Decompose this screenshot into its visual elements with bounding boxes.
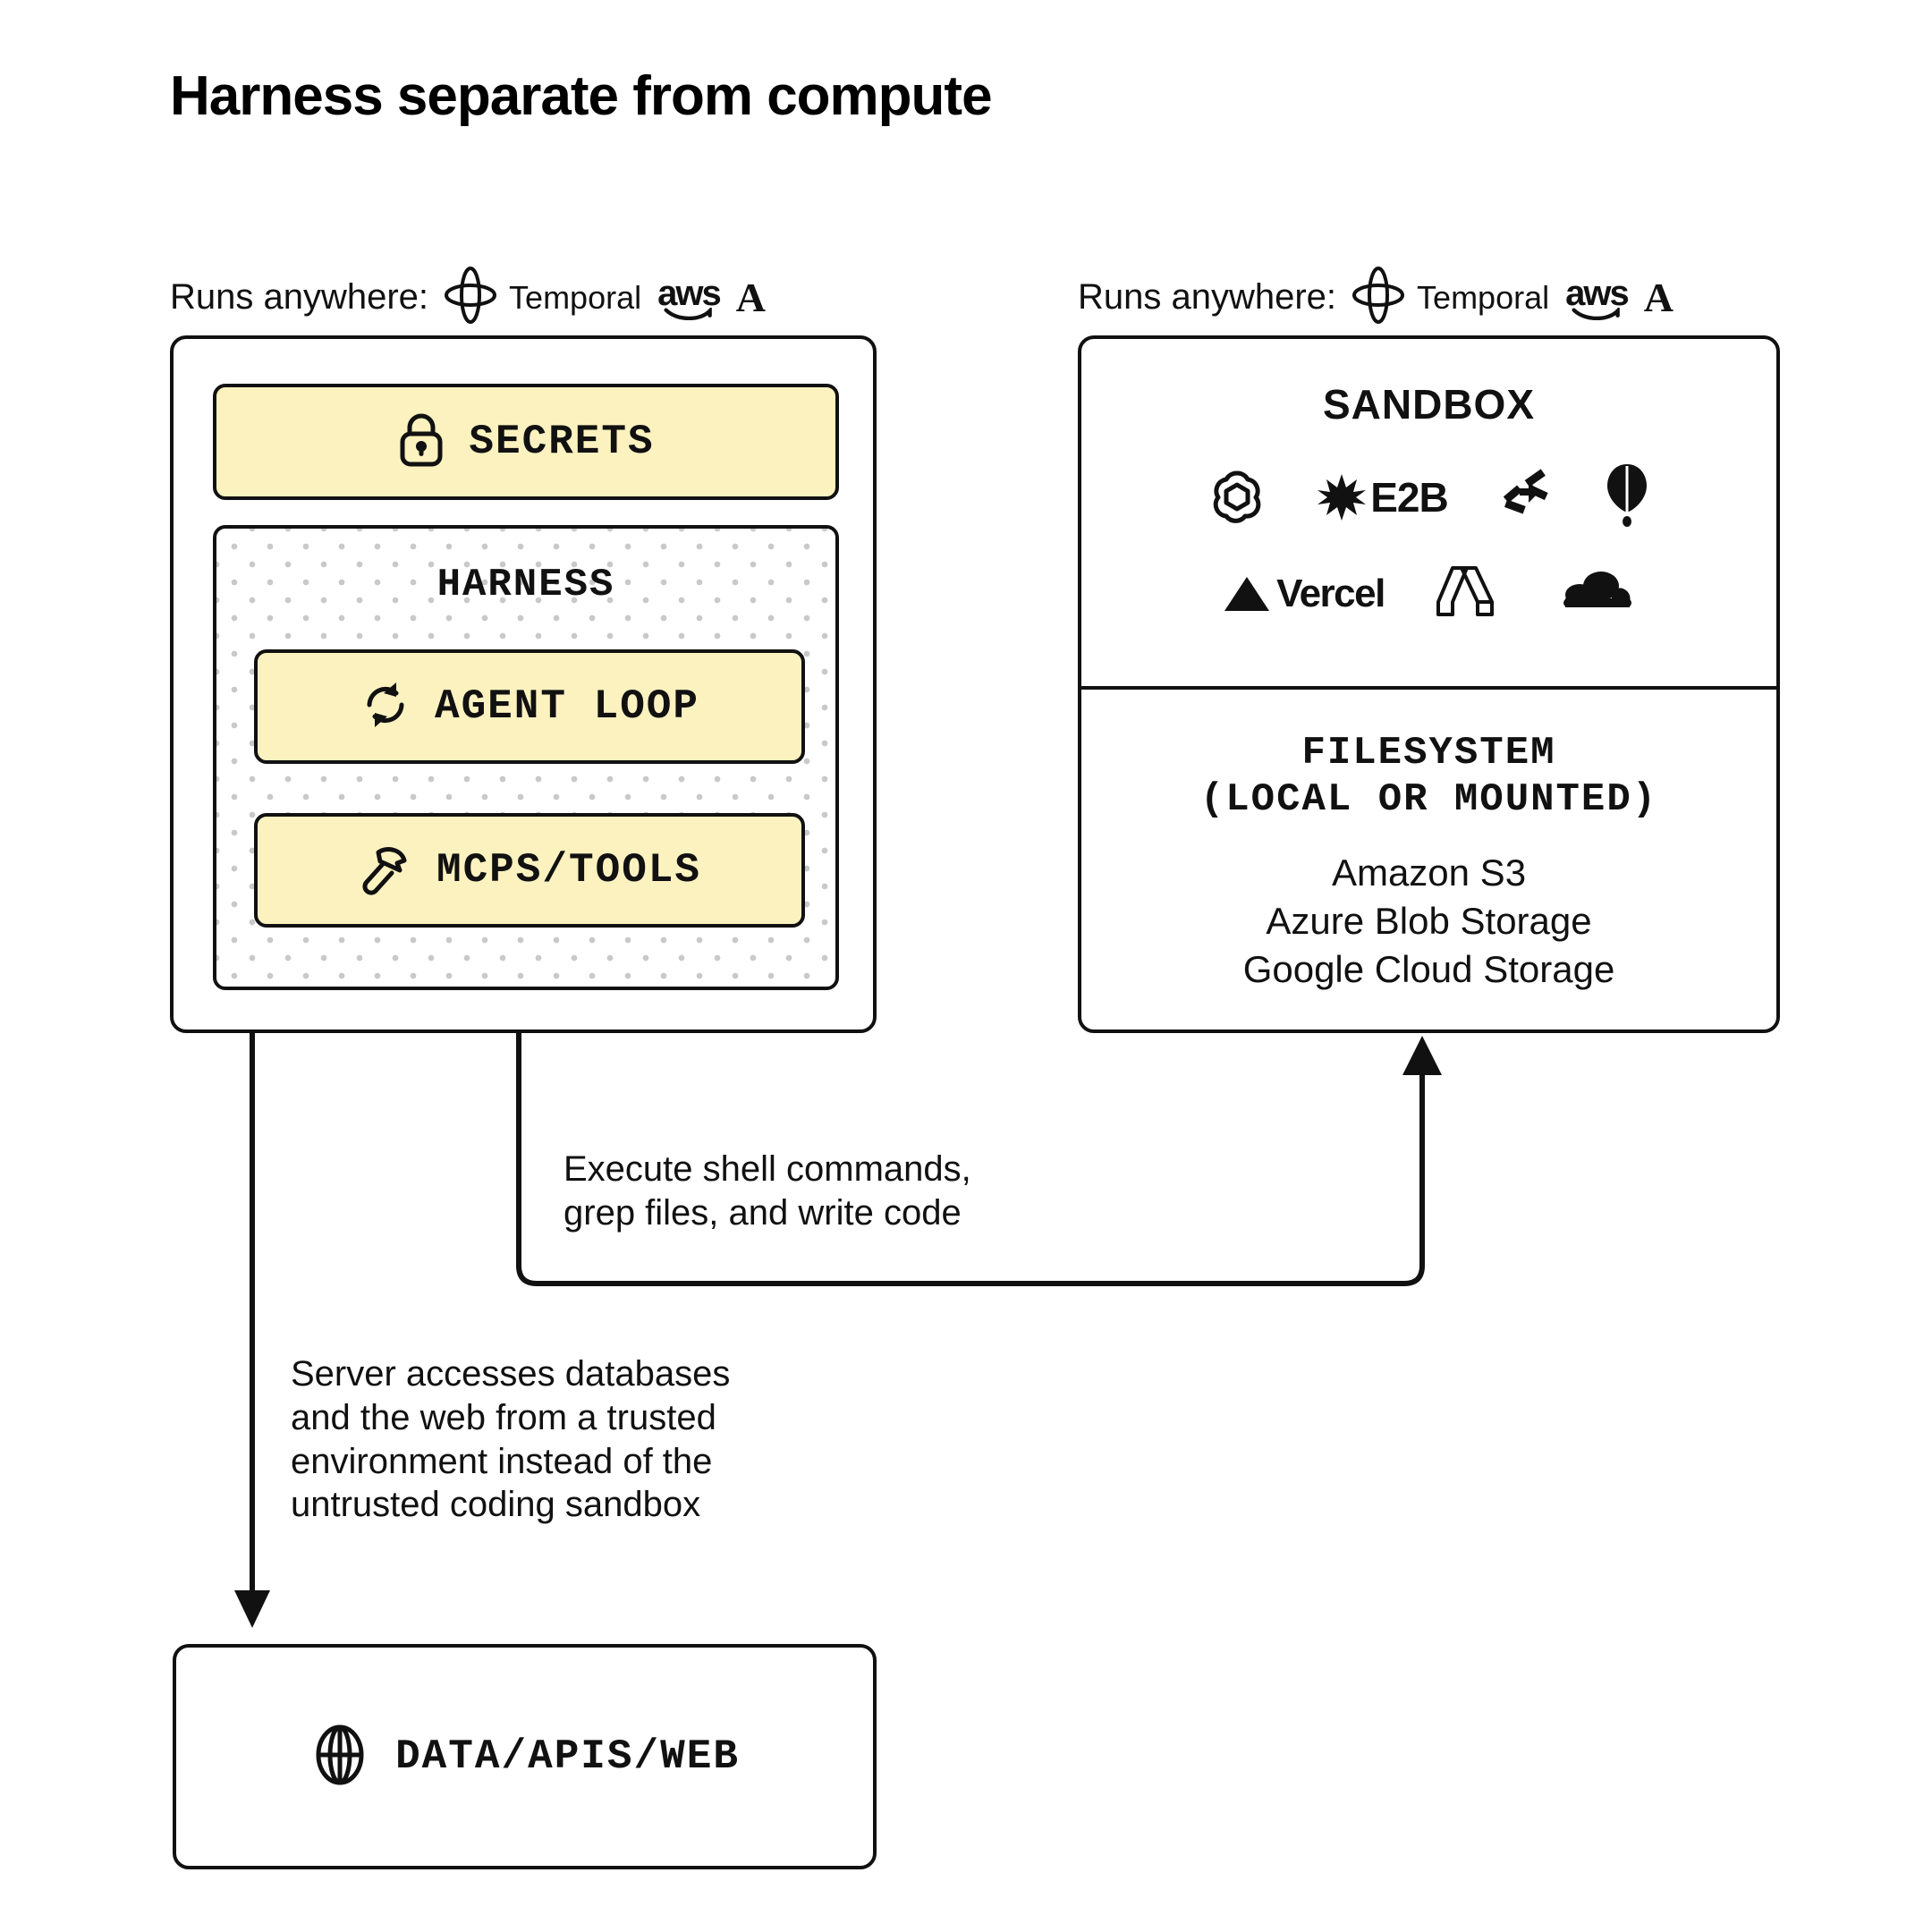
anthropic-icon: A xyxy=(1643,275,1674,320)
e2b-label: E2B xyxy=(1370,473,1448,521)
temporal-label: Temporal xyxy=(509,278,642,316)
mcps-tools-chip[interactable]: MCPS/TOOLS xyxy=(254,813,805,928)
openai-icon xyxy=(1208,465,1267,529)
arrowhead-up xyxy=(1402,1036,1442,1075)
panel-divider xyxy=(1081,686,1776,690)
runs-anywhere-left: Runs anywhere: Temporal aws A xyxy=(170,267,766,328)
modal-icon xyxy=(1435,563,1510,624)
aws-icon: aws xyxy=(657,273,722,320)
aws-wordmark: aws xyxy=(1565,273,1630,313)
runs-anywhere-right: Runs anywhere: Temporal aws A xyxy=(1078,267,1674,328)
secrets-label: SECRETS xyxy=(469,419,655,465)
daytona-icon xyxy=(1498,467,1554,527)
runs-anywhere-label-left: Runs anywhere: xyxy=(170,277,429,317)
temporal-icon xyxy=(445,267,497,328)
runs-anywhere-label-right: Runs anywhere: xyxy=(1078,277,1337,317)
cloudflare-icon xyxy=(1560,568,1635,619)
anthropic-icon: A xyxy=(735,275,766,320)
list-item: Google Cloud Storage xyxy=(1242,947,1615,990)
vercel-icon: Vercel xyxy=(1223,572,1385,616)
page-title: Harness separate from compute xyxy=(170,65,993,127)
filesystem-title-line2: (LOCAL OR MOUNTED) xyxy=(1199,776,1658,822)
refresh-cycle-icon xyxy=(360,679,411,735)
e2b-icon: E2B xyxy=(1317,472,1449,522)
list-item: Azure Blob Storage xyxy=(1266,899,1592,942)
list-item: Amazon S3 xyxy=(1331,852,1527,894)
aws-icon: aws xyxy=(1565,273,1630,320)
mcps-tools-label: MCPS/TOOLS xyxy=(436,847,702,894)
arrowhead-down xyxy=(234,1590,270,1628)
hammer-icon xyxy=(358,841,413,901)
aws-wordmark: aws xyxy=(657,273,722,313)
note-execute-shell: Execute shell commands, grep files, and … xyxy=(564,1149,971,1233)
sandbox-filesystem-panel: SANDBOX E2B V xyxy=(1078,335,1780,1033)
vercel-label: Vercel xyxy=(1276,571,1385,615)
data-apis-web-label: DATA/APIS/WEB xyxy=(395,1733,740,1780)
filesystem-provider-list: Amazon S3 Azure Blob Storage Google Clou… xyxy=(1081,849,1776,993)
filesystem-title-line1: FILESYSTEM xyxy=(1301,731,1556,775)
lock-icon xyxy=(397,412,445,472)
filesystem-title: FILESYSTEM (LOCAL OR MOUNTED) xyxy=(1081,731,1776,824)
sandbox-title: SANDBOX xyxy=(1322,381,1536,428)
globe-icon xyxy=(309,1723,370,1792)
secrets-chip[interactable]: SECRETS xyxy=(213,384,839,500)
harness-section: HARNESS AGENT LOOP MCPS/TOOLS xyxy=(213,525,839,990)
sandbox-logo-row-2: Vercel xyxy=(1081,563,1776,624)
agent-loop-chip[interactable]: AGENT LOOP xyxy=(254,649,805,764)
sandbox-logo-row-1: E2B xyxy=(1081,462,1776,531)
agent-loop-label: AGENT LOOP xyxy=(434,683,700,730)
temporal-icon xyxy=(1352,267,1405,328)
harness-label: HARNESS xyxy=(436,563,615,607)
flyio-balloon-icon xyxy=(1604,462,1650,531)
temporal-label: Temporal xyxy=(1417,278,1550,316)
data-apis-web-panel[interactable]: DATA/APIS/WEB xyxy=(173,1644,877,1869)
harness-panel: SECRETS HARNESS AGENT LOOP MCPS/TOOLS xyxy=(170,335,877,1033)
note-server-access: Server accesses databases and the web fr… xyxy=(291,1354,731,1525)
